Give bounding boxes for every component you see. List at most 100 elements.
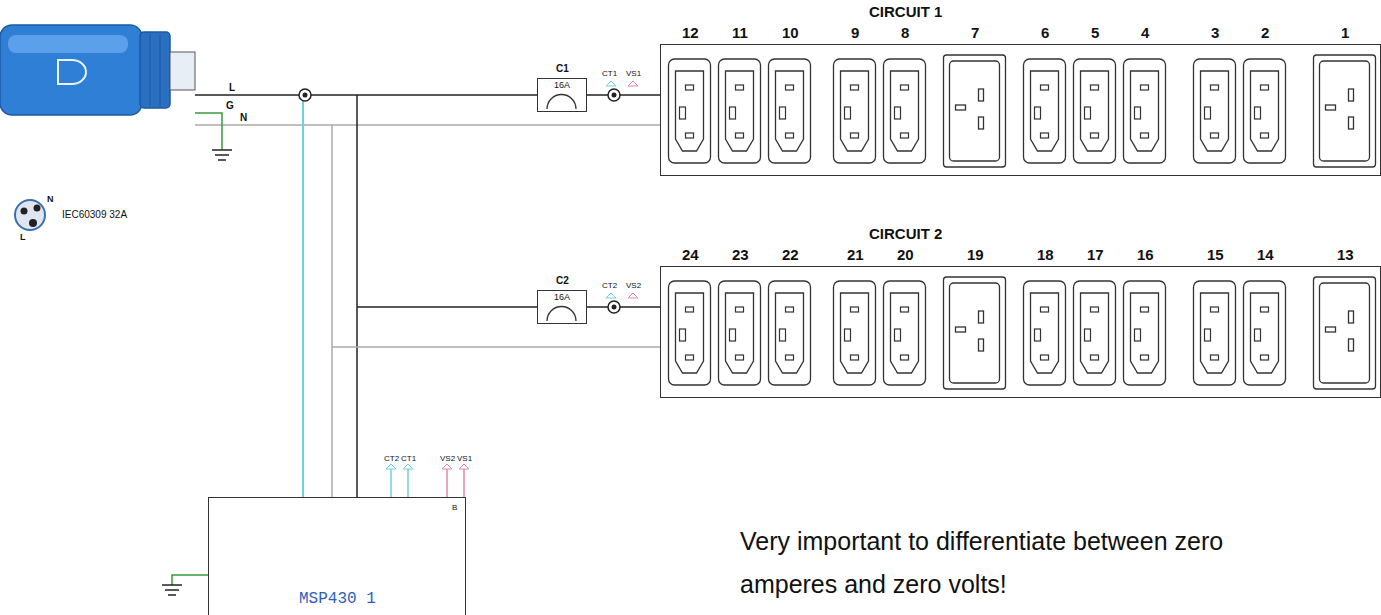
outlet-stroke <box>786 307 794 312</box>
connector-line <box>587 94 660 96</box>
drawing-stroke <box>150 34 151 106</box>
outlet-stroke <box>851 133 859 138</box>
outlet-stroke <box>1081 293 1109 373</box>
outlet-stroke <box>776 71 804 151</box>
outlet-stroke <box>736 355 744 360</box>
node-heading: C1 <box>556 63 569 74</box>
outlet-stroke <box>686 307 694 312</box>
outlet-number: 19 <box>967 246 984 263</box>
outlet-stroke <box>1349 339 1354 351</box>
drawing-stroke <box>218 159 226 161</box>
signal-label: VS2 <box>626 281 641 290</box>
outlet-stroke <box>1031 71 1059 151</box>
ct-signal-wire <box>302 101 304 497</box>
outlet-stroke <box>726 293 754 373</box>
circuit-breaker: C116A <box>537 78 587 112</box>
outlet-stroke <box>956 105 966 110</box>
drawing-stroke <box>608 89 620 101</box>
outlet-number: 18 <box>1037 246 1054 263</box>
c13-outlet <box>719 281 761 385</box>
c13-outlet <box>834 59 876 163</box>
outlet-stroke <box>901 355 909 360</box>
outlet-stroke <box>901 85 909 90</box>
outlet-stroke <box>1261 307 1269 312</box>
outlet-stroke <box>1201 71 1229 151</box>
outlet-stroke <box>895 107 901 119</box>
outlet-stroke <box>1211 307 1219 312</box>
outlet-number: 7 <box>971 24 979 41</box>
outlet-stroke <box>851 307 859 312</box>
outlet-stroke <box>730 329 736 341</box>
node-heading: CIRCUIT 2 <box>869 225 942 242</box>
drawing-stroke <box>403 464 413 469</box>
node-text: 16A <box>554 81 570 91</box>
plug-illustration <box>0 25 195 115</box>
drawing-stroke <box>0 25 142 115</box>
drawing-stroke <box>58 60 86 84</box>
outlet-stroke <box>1131 293 1159 373</box>
outlet-stroke <box>726 71 754 151</box>
outlet-stroke <box>1349 117 1354 129</box>
outlet-stroke <box>1131 71 1159 151</box>
outlet-number: 1 <box>1341 24 1349 41</box>
c19-outlet <box>944 55 1006 167</box>
outlet-number: 17 <box>1087 246 1104 263</box>
neutral-wire <box>195 124 660 126</box>
breaker-arc <box>547 95 576 110</box>
outlet-stroke <box>1201 293 1229 373</box>
connector-line <box>587 306 660 308</box>
outlet-number: 4 <box>1141 24 1149 41</box>
outlet-stroke <box>1251 293 1279 373</box>
drawing-stroke <box>215 154 229 156</box>
outlet-number: 14 <box>1257 246 1274 263</box>
c13-outlet <box>1124 281 1166 385</box>
c13-outlet <box>884 59 926 163</box>
drawing-stroke <box>386 464 396 469</box>
outlet-stroke <box>736 85 744 90</box>
c13-outlet <box>1194 59 1236 163</box>
signal-label: CT2 <box>602 281 617 290</box>
drawing-stroke <box>303 93 308 98</box>
c13-outlet <box>1194 281 1236 385</box>
c13-outlet <box>1024 59 1066 163</box>
outlet-stroke <box>1031 293 1059 373</box>
drawing-stroke <box>8 35 128 53</box>
outlet-stroke <box>1251 71 1279 151</box>
outlet-number: 2 <box>1261 24 1269 41</box>
outlet-stroke <box>1141 85 1149 90</box>
outlet-stroke <box>1205 107 1211 119</box>
line-wire <box>195 94 537 96</box>
outlet-stroke <box>680 329 686 341</box>
outlet-stroke <box>686 355 694 360</box>
outlet-stroke <box>680 107 686 119</box>
drawing-stroke <box>21 208 28 215</box>
outlet-stroke <box>1091 307 1099 312</box>
outlet-stroke <box>845 329 851 341</box>
outlet-stroke <box>1041 133 1049 138</box>
outlet-stroke <box>956 327 966 332</box>
outlet-row <box>661 45 1381 177</box>
outlet-stroke <box>950 283 1000 383</box>
signal-stub <box>407 469 409 497</box>
drawing-stroke <box>165 589 179 591</box>
drawing-stroke <box>15 200 45 230</box>
signal-stub <box>463 469 465 497</box>
drawing-stroke <box>160 34 161 106</box>
signal-marker <box>386 81 638 469</box>
drawing-stroke <box>608 301 620 313</box>
outlet-stroke <box>841 293 869 373</box>
drawing-stroke <box>606 81 616 86</box>
c13-outlet <box>769 281 811 385</box>
drawing-stroke <box>168 594 176 596</box>
outlet-number: 23 <box>732 246 749 263</box>
outlet-stroke <box>979 339 984 351</box>
current-transformer <box>608 89 620 101</box>
drawing-stroke <box>162 584 182 586</box>
outlet-stroke <box>1349 311 1354 323</box>
outlet-stroke <box>891 293 919 373</box>
outlet-number: 8 <box>901 24 909 41</box>
connector <box>587 307 660 308</box>
neutral-wire <box>332 346 660 348</box>
outlet-stroke <box>1326 105 1336 110</box>
